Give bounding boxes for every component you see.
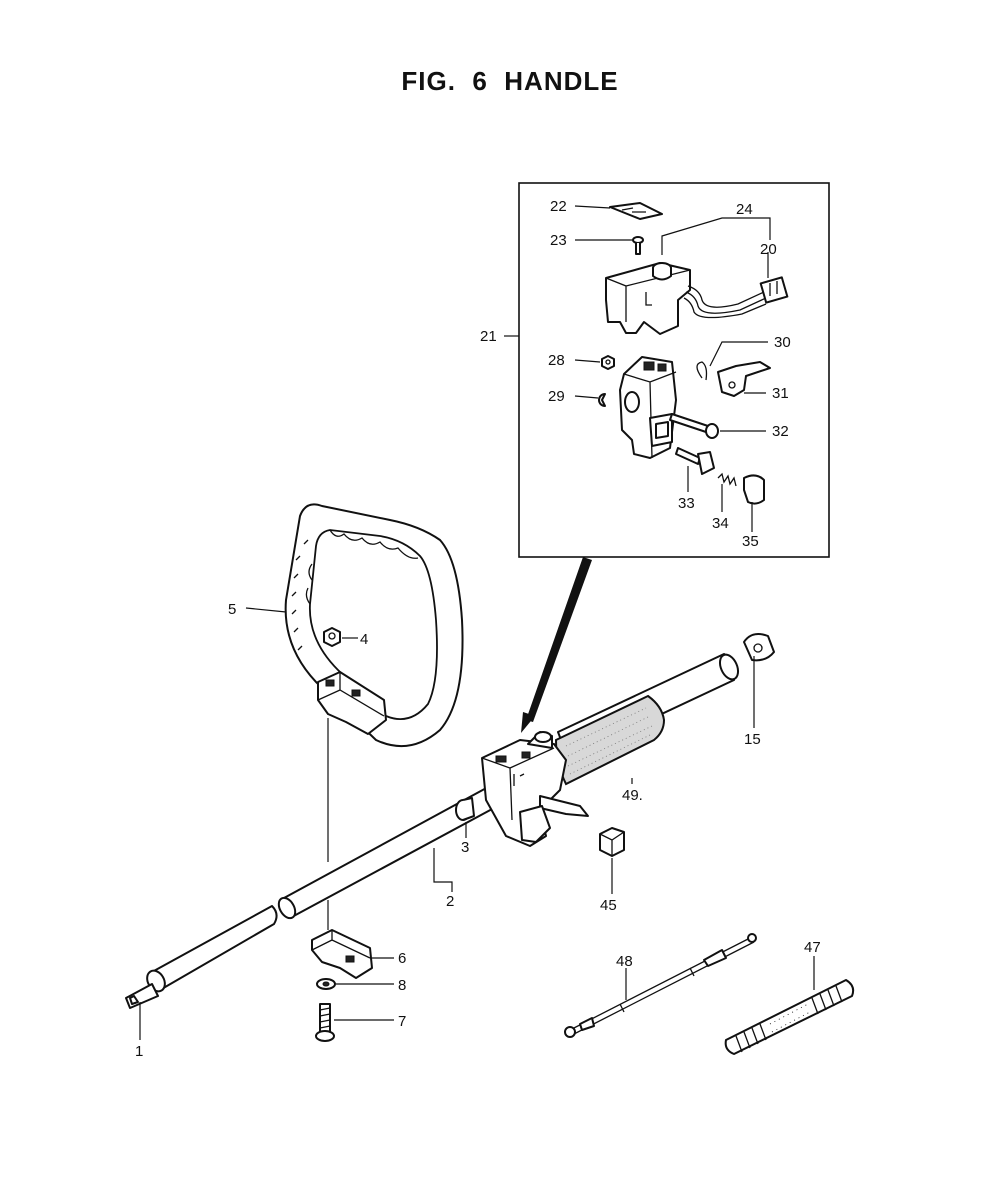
callout-28: 28 (548, 352, 565, 369)
part-34-spring (717, 472, 737, 487)
callout-35: 35 (742, 533, 759, 550)
callout-21: 21 (480, 328, 497, 345)
part-32-bolt (669, 413, 719, 439)
throttle-housing-detail (619, 356, 677, 459)
callout-32: 32 (772, 423, 789, 440)
part-29-ring (598, 393, 606, 407)
part-24-switch-assembly (605, 262, 789, 335)
callout-3: 3 (461, 839, 469, 856)
part-7-bolt (315, 1003, 335, 1042)
callout-6: 6 (398, 950, 406, 967)
part-48-cable (564, 933, 757, 1038)
figure-title: FIG. 6 HANDLE (401, 66, 619, 96)
part-30-spring (696, 361, 708, 381)
part-23-screw (632, 236, 644, 255)
callout-48: 48 (616, 953, 633, 970)
part-8-washer (316, 978, 336, 990)
callout-31: 31 (772, 385, 789, 402)
part-4-nut (323, 627, 341, 647)
callout-30: 30 (774, 334, 791, 351)
callout-34: 34 (712, 515, 729, 532)
detail-inset (518, 182, 830, 733)
callout-20: 20 (760, 241, 777, 258)
callout-1: 1 (135, 1043, 143, 1060)
part-45-pad (599, 827, 625, 857)
part-3-sleeve (455, 797, 475, 821)
part-31-lever (717, 361, 771, 397)
callout-8: 8 (398, 977, 406, 994)
callout-24: 24 (736, 201, 753, 218)
upper-clamp (317, 671, 387, 735)
part-22-plate (609, 202, 663, 220)
callout-4: 4 (360, 631, 368, 648)
callout-5: 5 (228, 601, 236, 618)
part-33-trigger (675, 447, 715, 475)
part-15-cap (743, 633, 775, 662)
callout-33: 33 (678, 495, 695, 512)
callout-49: 49. (622, 787, 643, 804)
leader-lines (139, 205, 815, 1040)
callout-15: 15 (744, 731, 761, 748)
callout-23: 23 (550, 232, 567, 249)
throttle-housing-assembled (481, 731, 589, 847)
callout-2: 2 (446, 893, 454, 910)
callout-7: 7 (398, 1013, 406, 1030)
callout-47: 47 (804, 939, 821, 956)
callout-22: 22 (550, 198, 567, 215)
part-5-loop-handle (284, 503, 464, 747)
callout-29: 29 (548, 388, 565, 405)
callout-45: 45 (600, 897, 617, 914)
part-35-button (743, 474, 765, 505)
part-6-lower-clamp (311, 929, 373, 979)
part-28-nut (601, 355, 615, 370)
callout-labels: 22 23 24 20 21 28 29 30 31 32 33 34 35 5… (135, 198, 821, 1060)
part-47-spring (724, 979, 855, 1055)
